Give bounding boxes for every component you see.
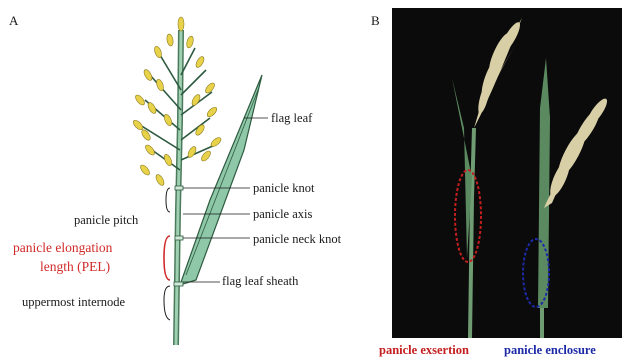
label-flag-leaf-sheath: flag leaf sheath xyxy=(222,275,298,288)
label-panicle-pitch: panicle pitch xyxy=(74,214,138,227)
caption-panicle-enclosure: panicle enclosure xyxy=(504,344,596,357)
label-panicle-neck-knot: panicle neck knot xyxy=(253,233,341,246)
label-pel-line1: panicle elongation xyxy=(13,241,112,255)
caption-panicle-exsertion: panicle exsertion xyxy=(379,344,469,357)
pel-bracket xyxy=(164,236,170,280)
label-panicle-axis: panicle axis xyxy=(253,208,312,221)
label-flag-leaf: flag leaf xyxy=(271,112,312,125)
internode-bracket xyxy=(164,286,170,320)
label-uppermost-internode: uppermost internode xyxy=(22,296,125,309)
label-panicle-knot: panicle knot xyxy=(253,182,314,195)
label-pel-line2: length (PEL) xyxy=(40,260,110,274)
pitch-bracket xyxy=(166,188,170,212)
